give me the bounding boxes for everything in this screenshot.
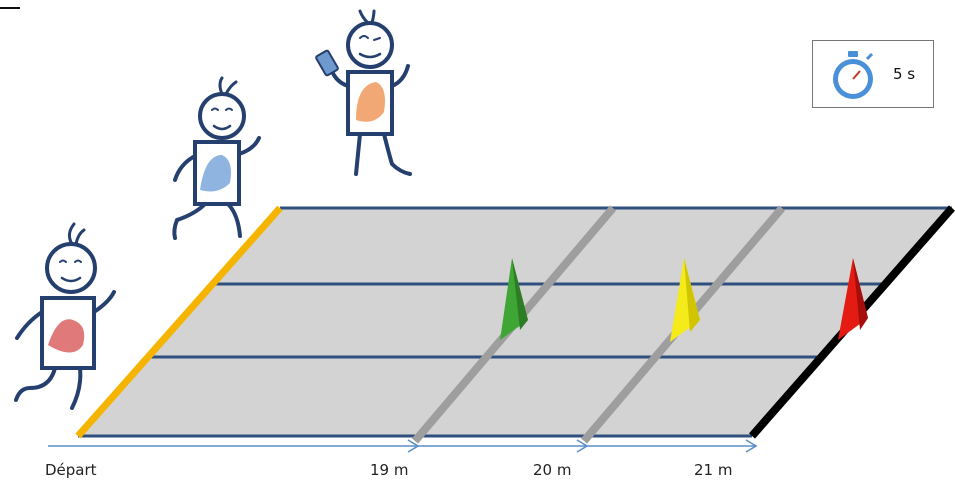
label-depart: Départ <box>45 461 97 479</box>
cone-yellow <box>670 258 700 342</box>
runner-orange <box>315 9 412 176</box>
label-21m: 21 m <box>694 461 733 479</box>
runner-red <box>14 222 116 410</box>
runner-blue <box>172 76 261 240</box>
distance-arrows <box>48 439 758 453</box>
label-20m: 20 m <box>533 461 572 479</box>
label-19m: 19 m <box>370 461 409 479</box>
corner-mark <box>0 0 20 9</box>
cone-red <box>838 258 868 340</box>
stopwatch-icon <box>833 51 874 99</box>
cone-green <box>500 258 528 340</box>
timer-box: 5 s <box>812 40 934 108</box>
start-line <box>75 205 283 439</box>
timer-value: 5 s <box>893 65 916 83</box>
